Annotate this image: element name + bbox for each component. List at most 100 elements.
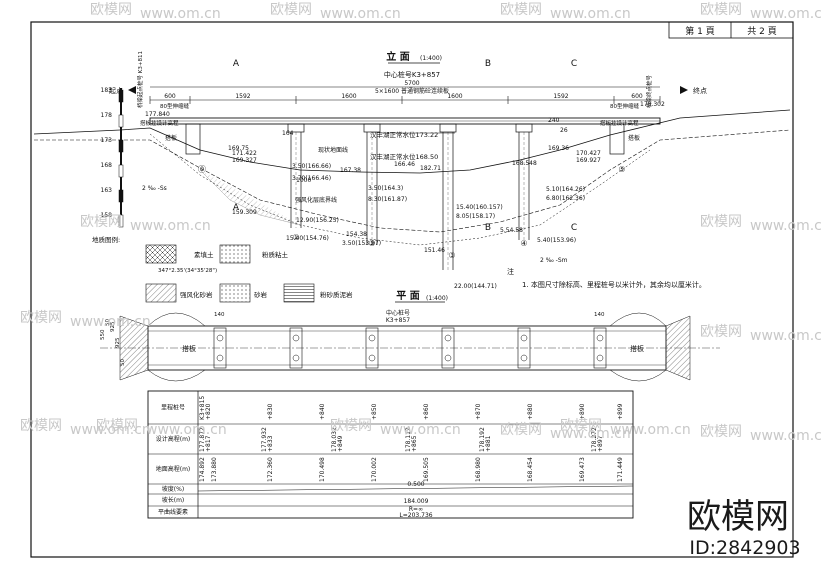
- legend-item-2: 强风化砂岩: [180, 290, 213, 299]
- elevation-label: 5.10(164.26): [546, 186, 585, 193]
- start-label: 起点: [109, 87, 123, 95]
- watermark-url: www.om.cn: [750, 428, 823, 444]
- elevation-label: 168.548: [512, 160, 537, 167]
- legend-item-3: 砂岩: [254, 290, 268, 299]
- elevation-label: 169.36: [548, 145, 569, 152]
- watermarks: 欧模网 www.om.cn 欧模网 www.om.cn 欧模网 www.om.cn 欧模网 w…: [20, 2, 823, 444]
- elevation-label: 166.46: [394, 161, 415, 168]
- water-level-1: 汉丰湖正常水位173.22: [370, 130, 438, 139]
- plan-title: 平 面: [396, 290, 419, 302]
- section-marker: A: [233, 203, 240, 213]
- beam-note: 5×1600 普通钢筋砼连续板: [375, 87, 449, 95]
- table-cell: 170.498: [319, 457, 326, 482]
- table-cell: 178.032: [331, 427, 338, 452]
- table-cell: 171.449: [617, 457, 624, 482]
- watermark-text: 欧模网: [330, 418, 372, 434]
- watermark-url: www.om.cn: [70, 314, 151, 330]
- end-expansion: 80型伸缩缝: [610, 102, 639, 110]
- table-cell: 178.192: [479, 427, 486, 452]
- table-cell: 177.932: [261, 427, 268, 452]
- table-cell: +840: [319, 403, 326, 420]
- page-number-box: 第 1 頁 共 2 頁: [668, 21, 794, 39]
- watermark-url: www.om.cn: [550, 6, 631, 22]
- elevation-title: 立 面: [386, 50, 409, 63]
- table-cell: +870: [475, 403, 482, 420]
- table-cell: L=203.736: [399, 512, 432, 519]
- watermark-url: www.om.cn: [146, 422, 227, 438]
- watermark-url: www.om.cn: [380, 422, 461, 438]
- watermark-text: 欧模网: [700, 424, 742, 440]
- sheet-border: [30, 21, 794, 558]
- table-row-label: 设计高程(m): [156, 435, 191, 443]
- watermark-text: 欧模网: [80, 214, 122, 230]
- ground-line-label: 现状地面线: [318, 146, 348, 154]
- elevation-label: 154.38: [346, 231, 367, 238]
- scale-tick: 183: [101, 87, 113, 94]
- watermark-url: www.om.cn: [70, 422, 151, 438]
- pier-number: ③: [448, 251, 455, 260]
- table-cell: +820: [205, 403, 212, 420]
- table-cell: +890: [579, 403, 586, 420]
- elevation-label: 8.05(158.17): [456, 213, 495, 220]
- table-cell: +830: [267, 403, 274, 420]
- plan-slab-right: 搭板: [630, 344, 644, 353]
- table-cell: R=∞: [409, 506, 423, 513]
- table-cell: 177.872: [199, 427, 206, 452]
- elevation-label: 164: [282, 130, 294, 137]
- note-title: 注: [507, 267, 514, 276]
- watermark-url: www.om.cn: [130, 218, 211, 234]
- elevation-label: 167.38: [340, 167, 361, 174]
- end-slab2: 搭板挂设计高程: [600, 119, 639, 127]
- elevation-label: 169.75: [228, 145, 249, 152]
- table-cell: +881: [485, 435, 492, 452]
- table-cell: 184.009: [404, 498, 429, 505]
- elevation-label: 6.80(162.36): [546, 195, 585, 202]
- table-cell: 172.360: [267, 457, 274, 482]
- center-station: 中心桩号K3+857: [384, 70, 440, 79]
- watermark-text: 欧模网: [700, 324, 742, 340]
- elevation-scale: (1:400): [420, 55, 442, 62]
- weather-line-label: 强风化层底界线: [295, 196, 337, 204]
- table-cell: +897: [597, 435, 604, 452]
- table-cell: +860: [423, 403, 430, 420]
- watermark-logo: 欧模网 ID:2842903: [687, 497, 801, 559]
- elevation-label: 169.927: [576, 157, 601, 164]
- pier-number: ④: [520, 239, 527, 248]
- legend: 地质图例: 素填土 粉质粘土 347°2.35'(34°35'28") 强风化砂…: [92, 235, 353, 303]
- elevation-label: 169.327: [232, 157, 257, 164]
- plan-dim: 50: [105, 319, 111, 326]
- table-cell: 173.880: [211, 457, 218, 482]
- start-station: 桥梁起点桩号 K3+811: [136, 51, 144, 108]
- plan-slab-left: 搭板: [182, 344, 196, 353]
- table-cell: K3+815: [199, 396, 206, 420]
- table-row-label: 坡长(m): [162, 496, 185, 504]
- span-dim: 1600: [447, 93, 462, 100]
- elevation-label: 15.40(154.76): [286, 235, 329, 242]
- table-cell: +880: [527, 403, 534, 420]
- plan-dim: 925: [110, 321, 116, 332]
- table-cell: 0.500: [407, 481, 424, 488]
- watermark-text: 欧模网: [90, 2, 132, 18]
- scale-tick: 178: [101, 112, 113, 119]
- section-marker: B: [485, 223, 491, 233]
- plan-dim: 925: [115, 337, 121, 348]
- end-slab: 搭板: [628, 134, 640, 142]
- span-dim: 600: [631, 93, 643, 100]
- span-dim: 1592: [553, 93, 568, 100]
- pier-number: ①: [292, 233, 299, 242]
- elevation-label: 240: [548, 117, 560, 124]
- section-marker: B: [485, 59, 491, 69]
- watermark-url: www.om.cn: [320, 6, 401, 22]
- elev-right: 178.302: [640, 101, 665, 108]
- legend-title: 地质图例:: [92, 235, 120, 244]
- watermark-url: www.om.cn: [750, 218, 823, 234]
- end-station: 桥梁终点桩号: [645, 74, 653, 108]
- watermark-text: 欧模网: [20, 310, 62, 326]
- pier-number: ②: [368, 239, 375, 248]
- watermark-text: 欧模网: [560, 418, 602, 434]
- table-row-label: 平曲线要素: [158, 508, 188, 516]
- table-cell: +899: [617, 403, 624, 420]
- start-slab: 搭板: [165, 134, 177, 142]
- pier-number: ⓪: [198, 165, 206, 174]
